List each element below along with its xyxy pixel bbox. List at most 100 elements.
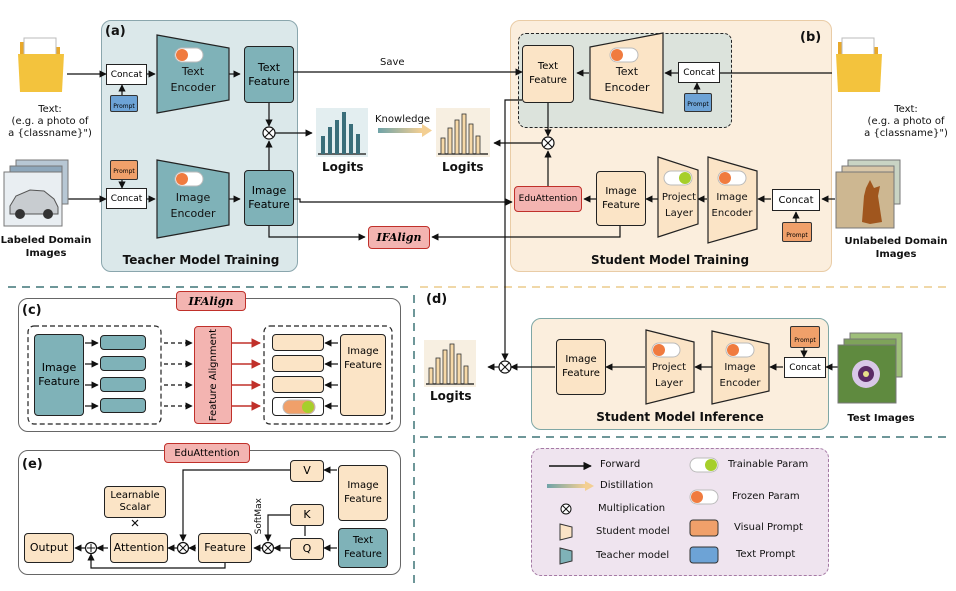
edu-text-feature-line1: Text [352,535,374,546]
student-title: Student Model Training [590,253,750,267]
student-token-2 [272,355,324,372]
teacher-text-input-line2: (e.g. a photo of [11,116,89,127]
teacher-text-input-line1: Text: [38,104,62,115]
teacher-image-input-line1: Labeled Domain [0,235,92,246]
student-image-encoder-line1: Image [716,192,748,203]
student-token-1 [272,334,324,351]
unlabeled-images-icon [835,159,901,229]
ifalign-box-label: IFAlign [376,231,422,244]
legend-text-prompt: Text Prompt [736,549,796,560]
teacher-image-concat: Concat [106,188,147,209]
ifalign-image-feature-left-line2: Feature [38,375,80,388]
panel-label-e: (e) [22,457,43,472]
ifalign-panel-title: IFAlign [176,291,246,311]
teacher-logits-label: Logits [322,160,364,174]
feature-alignment-label: Feature Alignment [207,328,219,422]
student-text-feature-line1: Text [537,61,559,72]
inference-image-feature-line1: Image [565,354,597,365]
student-text-prompt: Prompt [684,93,712,112]
legend-forward: Forward [600,459,641,470]
student-logits-label: Logits [442,160,484,174]
edu-attention-box: Attention [110,533,168,563]
legend-frozen-param: Frozen Param [732,491,800,502]
inference-visual-prompt: Prompt [790,326,820,348]
student-image-feature-line2: Feature [602,199,640,211]
student-token-4 [272,397,324,416]
student-project-layer-line2: Layer [665,208,693,219]
teacher-text-prompt: Prompt [110,95,138,112]
student-text-feature-line2: Feature [529,75,567,86]
student-text-encoder-line2: Encoder [604,81,650,94]
teacher-token-3 [100,377,146,392]
edu-text-feature-line2: Feature [344,549,382,560]
teacher-token-1 [100,335,146,350]
legend-multiplication: Multiplication [598,503,666,514]
legend-teacher-model: Teacher model [596,550,670,561]
student-image-input-line1: Unlabeled Domain [844,236,948,247]
edu-feature-box: Feature [198,533,252,563]
feature-alignment-box: Feature Alignment [194,326,232,424]
student-image-input-line2: Images [875,249,917,260]
legend-student-model: Student model [596,526,670,537]
save-label: Save [380,57,405,68]
folder-icon-right [836,37,882,92]
student-image-concat: Concat [772,189,820,211]
inference-image-encoder-line1: Image [724,362,756,373]
ifalign-box: IFAlign [368,226,430,249]
teacher-token-2 [100,356,146,371]
inference-image-encoder-line2: Encoder [719,378,761,389]
student-text-input-line1: Text: [894,104,918,115]
inference-input-label: Test Images [847,413,915,424]
panel-label-c: (c) [22,303,42,318]
teacher-image-encoder-line1: Image [175,191,211,204]
edu-q-box: Q [290,538,324,560]
edu-k-box: K [290,504,324,526]
student-text-encoder-line1: Text [615,65,639,78]
teacher-text-concat: Concat [106,64,147,85]
edu-image-feature-line2: Feature [344,494,382,505]
teacher-visual-prompt-label: Prompt [113,168,135,175]
legend-distillation: Distillation [600,480,654,491]
folder-icon-left [18,37,64,92]
teacher-text-feature-line2: Feature [248,74,290,88]
student-text-input-line2: (e.g. a photo of [867,116,945,127]
teacher-text-encoder-line1: Text [181,65,205,78]
ifalign-panel-title-label: IFAlign [188,294,234,308]
labeled-images-icon [3,159,69,227]
teacher-text-prompt-label: Prompt [113,103,135,110]
panel-label-d: (d) [426,292,448,307]
edu-v-box: V [290,460,324,482]
edu-softmax-label: SoftMax [254,498,264,535]
inference-concat: Concat [784,357,826,378]
ifalign-image-feature-left-line1: Image [41,361,77,374]
student-text-prompt-label: Prompt [687,101,709,108]
student-text-concat: Concat [678,62,720,83]
student-image-encoder-line2: Encoder [711,208,753,219]
inference-title: Student Model Inference [596,410,764,424]
legend-panel [531,448,829,576]
student-project-layer-line1: Project [661,192,697,203]
inference-visual-prompt-label: Prompt [794,337,816,344]
inference-project-layer-line1: Project [651,362,687,373]
student-token-3 [272,376,324,393]
legend-trainable-param: Trainable Param [728,459,809,470]
edu-learnable-scalar-line1: Learnable [110,490,160,501]
teacher-image-feature-line1: Image [251,184,287,197]
knowledge-label: Knowledge [375,114,430,125]
